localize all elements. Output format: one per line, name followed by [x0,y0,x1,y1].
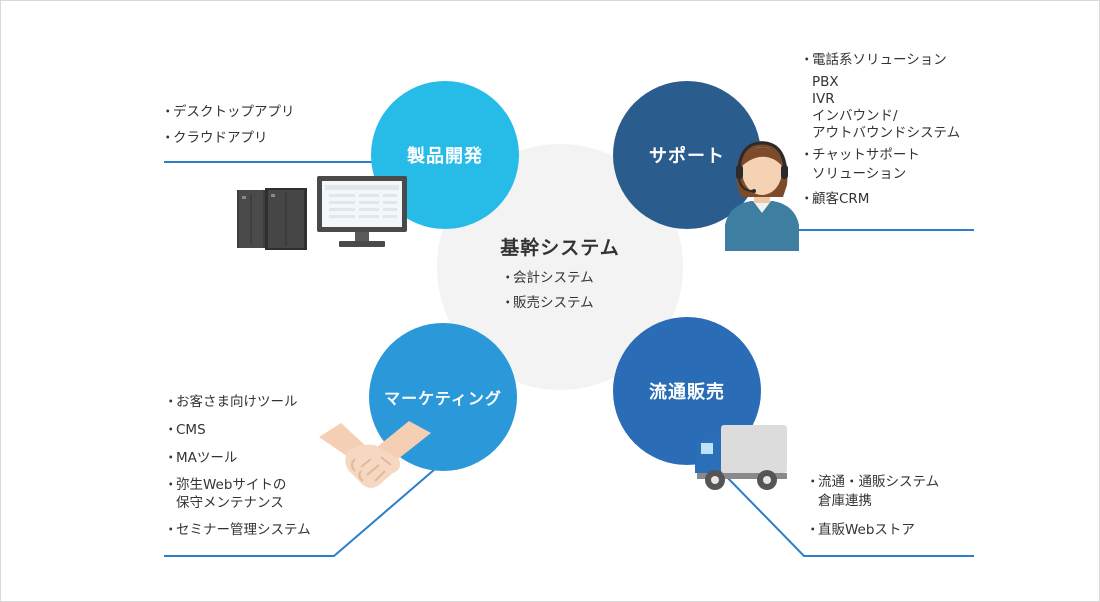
support-list: ・電話系ソリューション PBX IVR インバウンド/ アウトバウンドシステム … [800,51,960,209]
list-item: ・MAツール [164,450,238,466]
list-item: ・弥生Webサイトの保守メンテナンス [164,477,287,511]
marketing-node: マーケティング [369,323,517,471]
list-item: ・デスクトップアプリ [161,104,295,120]
list-item: ・電話系ソリューション [800,52,947,68]
distribution-connector [720,470,974,557]
list-item: ・セミナー管理システム [164,522,311,538]
list-item: ・CMS [164,422,206,438]
handshake-icon [319,421,431,488]
monitor-icon [317,176,407,247]
list-item: ・販売システム [501,295,594,311]
list-item: ・顧客CRM [800,191,870,207]
product-dev-list: ・デスクトップアプリ ・クラウドアプリ [161,99,295,151]
server-icon [237,188,307,250]
distribution-list: ・流通・通販システム倉庫連携 ・直販Webストア [806,473,939,540]
truck-icon [695,425,787,490]
support-node: サポート [613,81,761,229]
marketing-list: ・お客さま向けツール ・CMS ・MAツール ・弥生Webサイトの保守メンテナン… [164,393,311,539]
core-system-title: 基幹システム [500,237,620,259]
list-item: ・直販Webストア [806,522,915,538]
marketing-connector [164,462,443,557]
list-item: PBX IVR インバウンド/ アウトバウンドシステム [812,74,961,141]
core-system-list: ・会計システム ・販売システム [501,266,594,316]
list-item: ・お客さま向けツール [164,394,298,410]
list-item: ・会計システム [501,270,594,286]
operator-icon [725,141,799,251]
list-item: ・クラウドアプリ [161,130,268,146]
list-item: ・チャットサポートソリューション [800,147,920,182]
list-item: ・流通・通販システム倉庫連携 [806,474,940,509]
